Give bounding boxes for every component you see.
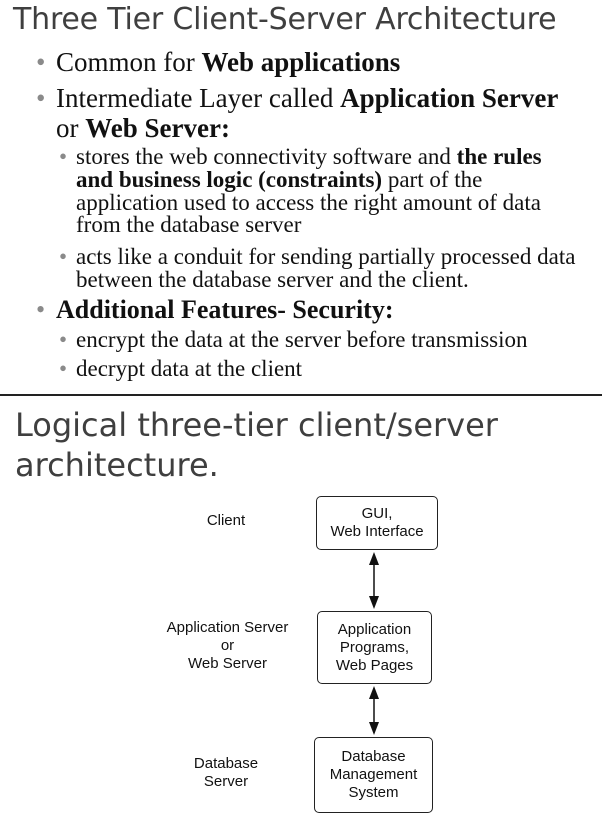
tier-label-client: Client bbox=[206, 512, 246, 529]
diagram-arrows bbox=[369, 552, 379, 735]
sub-bullet-stores-software-line4: from the database server bbox=[76, 212, 302, 237]
bullet-dot: • bbox=[36, 295, 46, 324]
sub-bullet-stores-software-line2: and business logic (constraints) part of… bbox=[76, 167, 483, 192]
bullet-dot: • bbox=[59, 144, 68, 169]
bullet-intermediate-layer: •Intermediate Layer called Application S… bbox=[36, 83, 559, 113]
tier-label-database-server: Database Server bbox=[193, 755, 259, 790]
double-arrow-gui-to-app bbox=[369, 552, 379, 609]
bullet-dot: • bbox=[59, 244, 68, 269]
box-gui-web-interface: GUI, Web Interface bbox=[316, 496, 438, 550]
bullet-web-applications: •Common for Web applications bbox=[36, 47, 401, 77]
sub-bullet-stores-software: •stores the web connectivity software an… bbox=[59, 144, 542, 169]
slide-three-tier-architecture: Three Tier Client-Server Architecture •C… bbox=[0, 0, 602, 396]
bullet-dot: • bbox=[59, 356, 68, 381]
slide-title: Logical three-tier client/server archite… bbox=[15, 406, 498, 484]
bullet-dot: • bbox=[36, 47, 46, 77]
bullet-dot: • bbox=[59, 327, 68, 352]
slide-logical-three-tier: Logical three-tier client/server archite… bbox=[0, 397, 602, 831]
bullet-intermediate-layer-cont: or Web Server: bbox=[56, 113, 230, 143]
sub-bullet-conduit-line2: between the database server and the clie… bbox=[76, 267, 469, 292]
double-arrow-app-to-dbms bbox=[369, 686, 379, 735]
slide-title: Three Tier Client-Server Architecture bbox=[13, 2, 557, 37]
box-database-management-system: Database Management System bbox=[314, 737, 433, 813]
sub-bullet-encrypt: •encrypt the data at the server before t… bbox=[59, 327, 528, 352]
bullet-additional-features: •Additional Features- Security: bbox=[36, 295, 394, 324]
sub-bullet-decrypt: •decrypt data at the client bbox=[59, 356, 303, 381]
box-application-programs: Application Programs, Web Pages bbox=[317, 611, 432, 684]
sub-bullet-conduit: •acts like a conduit for sending partial… bbox=[59, 244, 576, 269]
tier-label-application-server: Application Server or Web Server bbox=[166, 619, 289, 672]
bullet-dot: • bbox=[36, 83, 46, 113]
sub-bullet-stores-software-line3: application used to access the right amo… bbox=[76, 190, 541, 215]
